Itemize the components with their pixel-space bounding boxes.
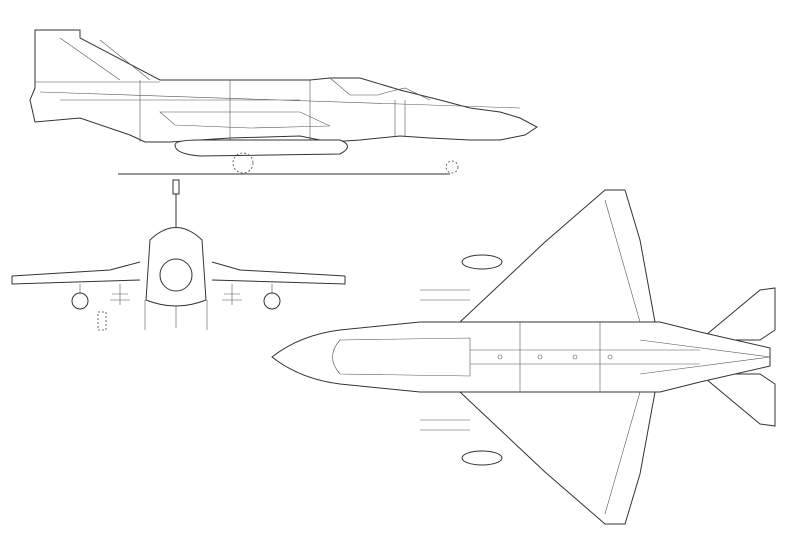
top-lower-stabilizer <box>698 373 776 427</box>
side-wing <box>159 111 331 129</box>
front-ladder <box>97 311 107 331</box>
side-view <box>29 29 538 175</box>
side-fuselage <box>29 29 538 143</box>
top-panel-dots <box>497 354 613 360</box>
top-lower-tank <box>461 450 503 466</box>
front-fin-tip <box>172 179 180 195</box>
front-wings <box>11 261 346 285</box>
side-canopy <box>329 77 431 101</box>
front-radome <box>159 258 193 292</box>
top-canopy <box>332 337 471 377</box>
top-missiles <box>420 289 470 431</box>
side-drop-tank <box>174 139 348 157</box>
top-upper-tank <box>461 254 503 270</box>
top-view <box>271 189 776 525</box>
side-nose-wheel <box>445 160 459 174</box>
top-upper-stabilizer <box>698 287 776 341</box>
front-right-tank <box>263 292 281 310</box>
front-view <box>11 179 346 331</box>
front-left-tank <box>71 292 89 310</box>
top-fuselage <box>271 321 771 393</box>
side-main-wheel <box>232 152 254 174</box>
